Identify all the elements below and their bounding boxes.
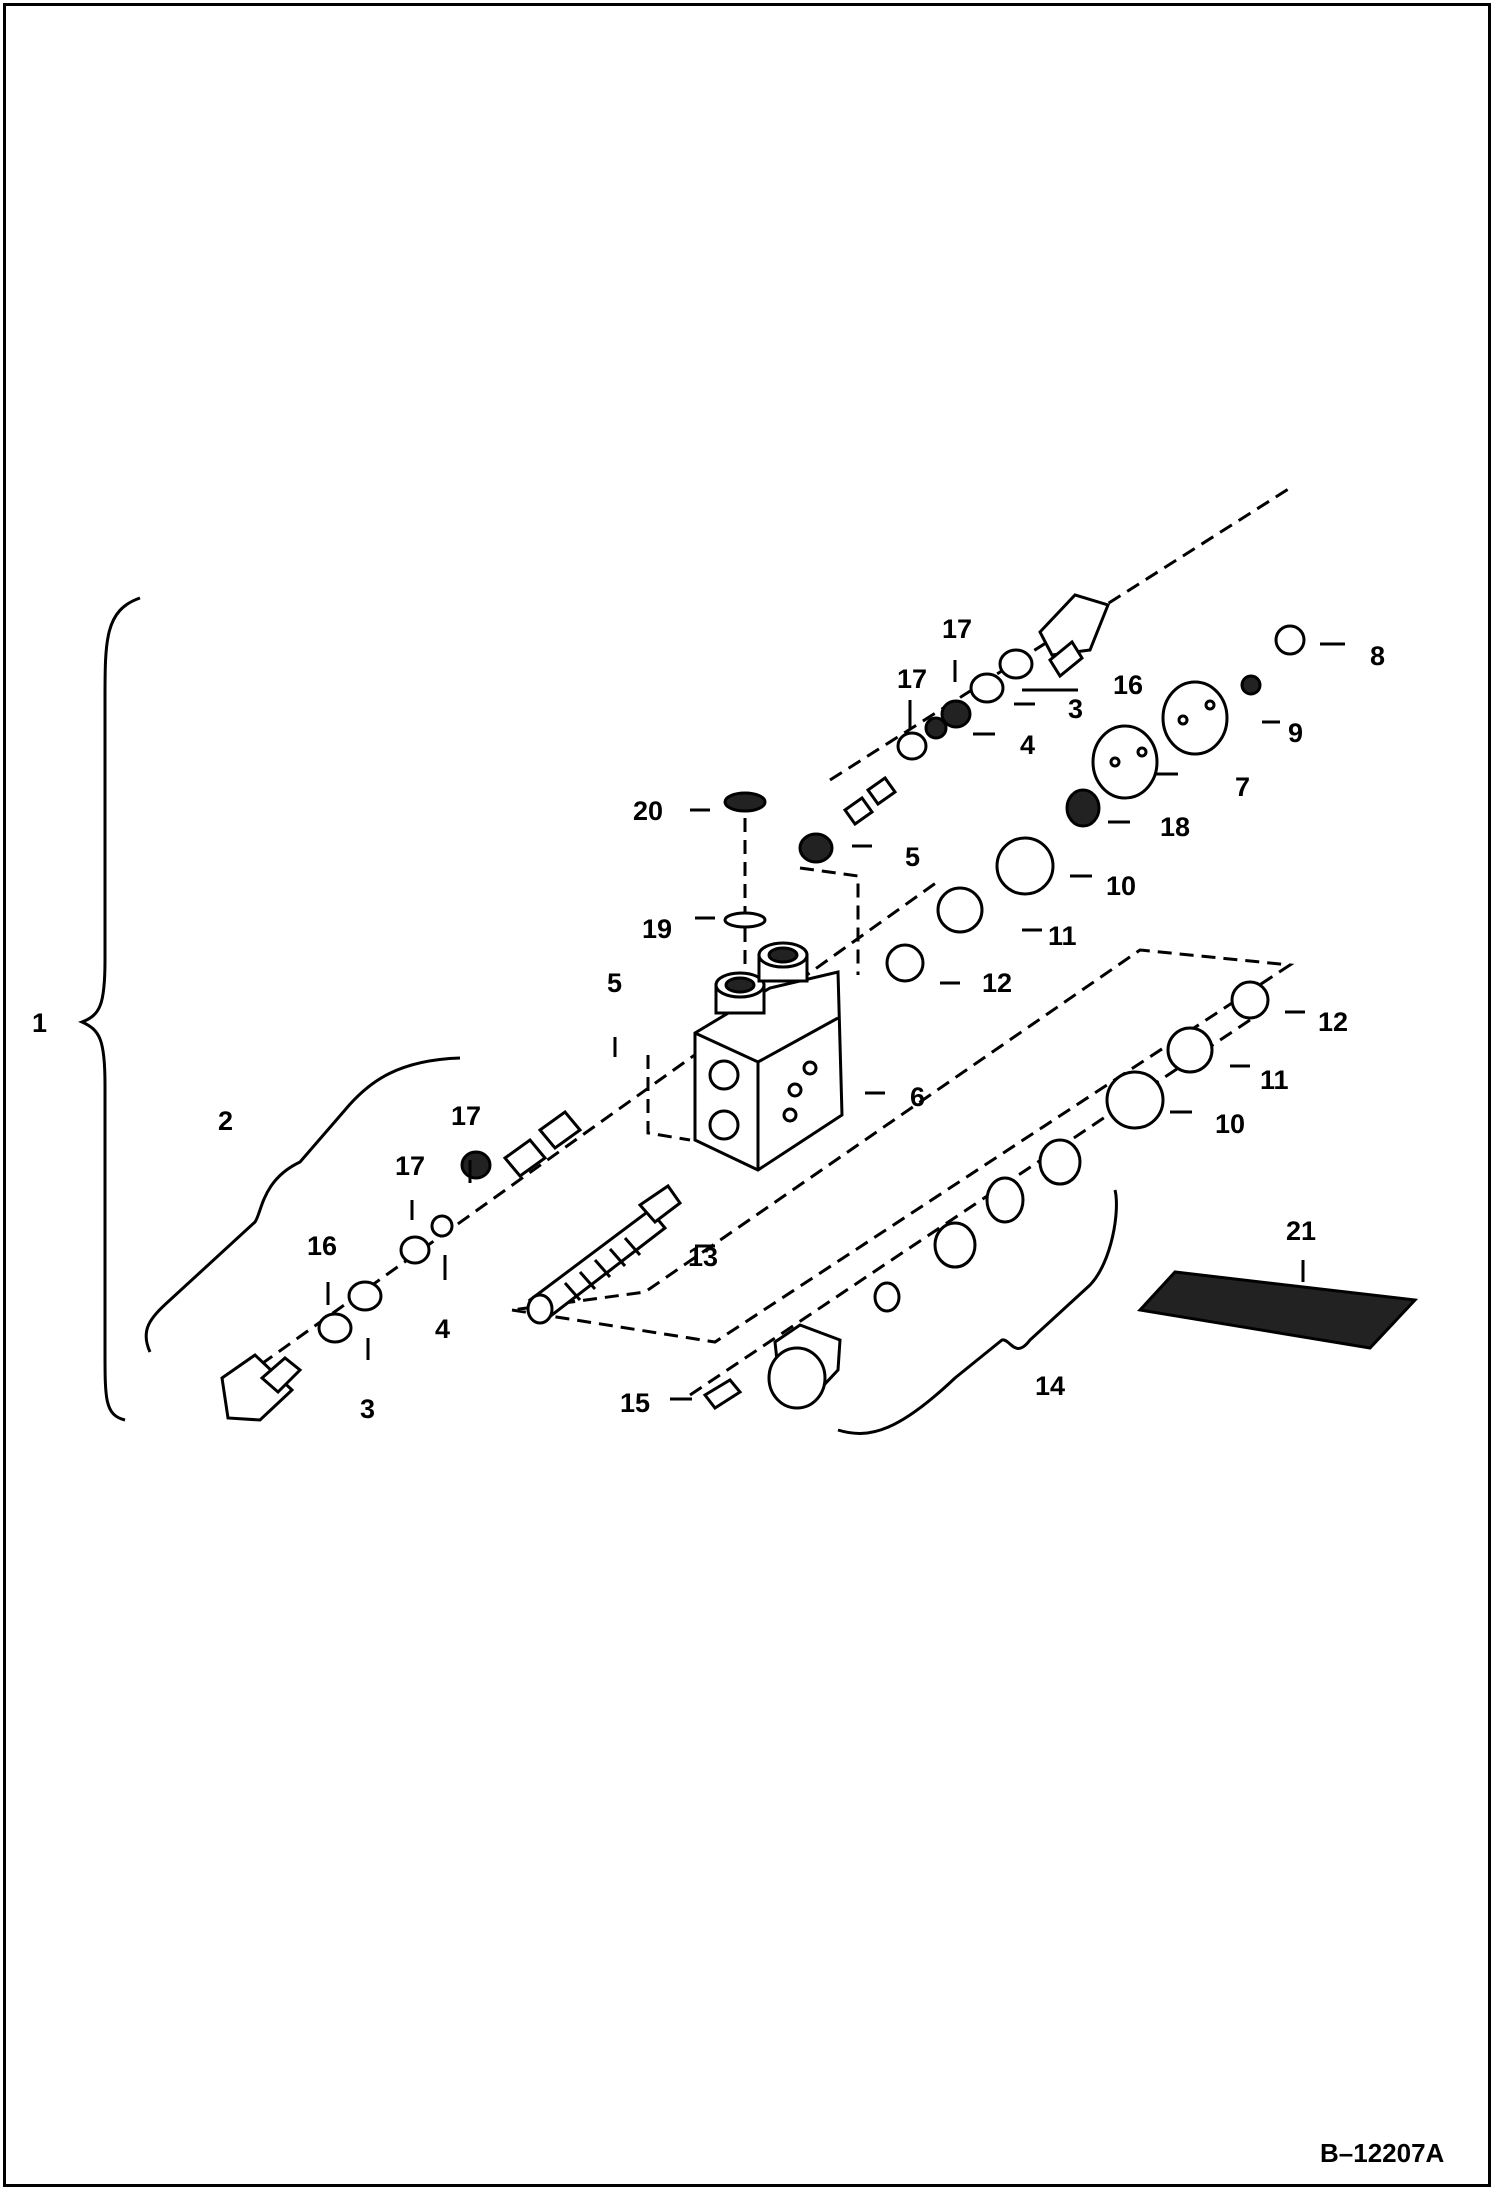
leader-lines [326,642,1345,1401]
dashed-spool-box [511,948,1295,1344]
callout-17-b: 17 [897,664,927,694]
callout-8: 8 [1370,641,1385,671]
callout-3-b: 3 [360,1394,375,1424]
callout-5-b: 5 [607,968,622,998]
callout-4-a: 4 [1020,730,1035,760]
callout-17-a: 17 [942,614,972,644]
callout-21: 21 [1286,1216,1316,1246]
callout-10-b: 10 [1215,1109,1245,1139]
plug-20 [723,791,767,813]
washer-19 [723,911,767,929]
spool [526,1183,683,1325]
callout-4-b: 4 [435,1314,450,1344]
callout-12-b: 12 [1318,1007,1348,1037]
callout-9: 9 [1288,718,1303,748]
callout-1: 1 [32,1008,47,1038]
callout-18: 18 [1160,812,1190,842]
relief-valve-left [220,1109,583,1422]
callout-17-c: 17 [451,1101,481,1131]
callout-19: 19 [642,914,672,944]
callout-7: 7 [1235,772,1250,802]
dashed-port-line [646,1055,691,1142]
callout-17-d: 17 [395,1151,425,1181]
callout-5-a: 5 [905,842,920,872]
dashed-plug-line [799,866,860,975]
brace-item-2 [144,1056,461,1353]
drawing-code: B–12207A [1320,2138,1445,2168]
relief-valve-upper [798,593,1111,864]
callout-13: 13 [688,1242,718,1272]
callout-10-a: 10 [1106,871,1136,901]
callout-2: 2 [218,1106,233,1136]
seal-kit-21 [1137,1270,1419,1350]
callout-3-a: 3 [1068,694,1083,724]
brace-item-1 [78,596,141,1422]
callout-11-b: 11 [1260,1065,1289,1095]
callout-6: 6 [910,1082,925,1112]
brace-item-14 [837,1189,1118,1435]
callout-15: 15 [620,1388,650,1418]
callout-16-a: 16 [1113,670,1143,700]
callout-11-a: 11 [1048,921,1077,951]
valve-body [693,941,844,1172]
end-cap [702,1323,842,1411]
callout-12-a: 12 [982,968,1012,998]
callout-16-b: 16 [307,1231,337,1261]
dashed-axis-main [224,878,941,1392]
callout-20: 20 [633,796,663,826]
right-seal-stack [873,624,1306,1313]
callout-14: 14 [1035,1371,1065,1401]
